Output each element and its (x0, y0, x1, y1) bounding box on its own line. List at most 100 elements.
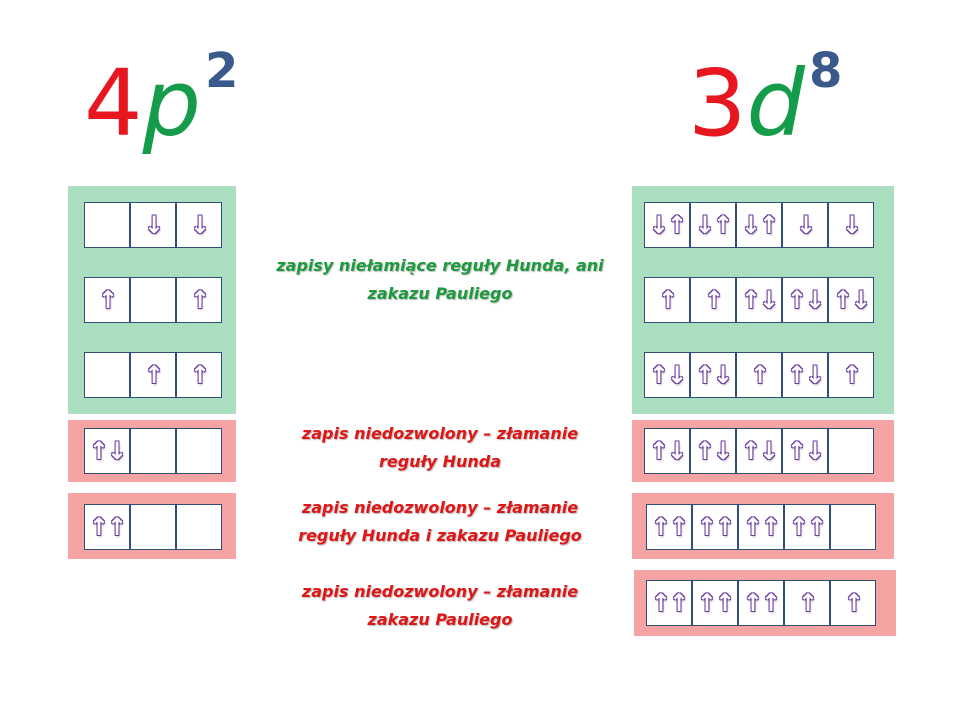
spin-arrow-icon: ↑ (189, 361, 210, 389)
d-orbital-box: ↑↑ (693, 581, 737, 625)
spin-arrow-icon: ↑↓ (786, 437, 825, 465)
d-orbital-box: ↑↓ (737, 278, 781, 322)
heading-4p2-letter: p (142, 50, 201, 157)
spin-arrow-icon: ↑↑ (650, 513, 689, 541)
spin-arrow-icon: ↓ (189, 211, 210, 239)
spin-arrow-icon: ↑↑ (88, 513, 127, 541)
d-orbital-box: ↑↓ (691, 353, 735, 397)
spin-arrow-icon: ↓ (795, 211, 816, 239)
d-orbital-box: ↑↑ (739, 581, 783, 625)
label-pauli-violation: zapis niedozwolony – złamanie zakazu Pau… (240, 578, 640, 634)
spin-arrow-icon: ↑↓ (648, 437, 687, 465)
spin-arrow-icon: ↑ (749, 361, 770, 389)
spin-arrow-icon: ↑↑ (742, 589, 781, 617)
p-orbital-box (177, 505, 221, 549)
spin-arrow-icon: ↑ (657, 286, 678, 314)
p-orbital-box: ↑↑ (85, 505, 129, 549)
d-orbital-box: ↑ (737, 353, 781, 397)
p-orbital-box (85, 203, 129, 247)
label-hund-line-1: zapis niedozwolony – złamanie (301, 424, 579, 443)
spin-arrow-icon: ↓↑ (740, 211, 779, 239)
heading-4p2: 4p2 (84, 47, 238, 150)
label-allowed: zapisy niełamiące reguły Hunda, ani zaka… (240, 252, 640, 308)
heading-3d8-letter: d (746, 50, 805, 157)
spin-arrow-icon: ↑↑ (696, 589, 735, 617)
d-orbital-row: ↑↑↑↓↑↓↑↓ (644, 277, 874, 323)
label-hund-pauli-line-1: zapis niedozwolony – złamanie (301, 498, 579, 517)
d-orbital-box: ↑↓ (829, 278, 873, 322)
heading-4p2-number: 4 (84, 50, 143, 157)
d-orbital-box: ↑ (691, 278, 735, 322)
label-allowed-line-1: zapisy niełamiące reguły Hunda, ani (276, 256, 604, 275)
d-orbital-box (831, 505, 875, 549)
spin-arrow-icon: ↑ (189, 286, 210, 314)
d-orbital-box: ↑ (785, 581, 829, 625)
d-orbital-box: ↑↓ (645, 353, 689, 397)
label-hund-pauli-line-2: reguły Hunda i zakazu Pauliego (298, 526, 582, 545)
p-orbital-row: ↑↑ (84, 277, 222, 323)
spin-arrow-icon: ↑↑ (650, 589, 689, 617)
spin-arrow-icon: ↓ (143, 211, 164, 239)
d-orbital-box: ↑↓ (783, 278, 827, 322)
d-orbital-row: ↑↑↑↑↑↑↑↑ (646, 504, 876, 550)
d-orbital-box: ↑↑ (647, 505, 691, 549)
spin-arrow-icon: ↑↓ (786, 286, 825, 314)
spin-arrow-icon: ↑↓ (648, 361, 687, 389)
d-orbital-box: ↑↓ (645, 429, 689, 473)
p-orbital-row: ↓↓ (84, 202, 222, 248)
spin-arrow-icon: ↑↓ (694, 361, 733, 389)
p-orbital-box: ↓ (131, 203, 175, 247)
d-orbital-box: ↑ (645, 278, 689, 322)
spin-arrow-icon: ↑↓ (832, 286, 871, 314)
d-orbital-box: ↑↑ (785, 505, 829, 549)
d-orbital-box: ↑ (831, 581, 875, 625)
p-orbital-box: ↓ (177, 203, 221, 247)
d-orbital-box: ↑↑ (647, 581, 691, 625)
d-orbital-box: ↓ (829, 203, 873, 247)
p-orbital-box: ↑↓ (85, 429, 129, 473)
p-orbital-box (131, 429, 175, 473)
label-hund-violation: zapis niedozwolony – złamanie reguły Hun… (240, 420, 640, 476)
d-orbital-box: ↑↓ (783, 353, 827, 397)
label-pauli-line-1: zapis niedozwolony – złamanie (301, 582, 579, 601)
spin-arrow-icon: ↓↑ (694, 211, 733, 239)
spin-arrow-icon: ↑↓ (786, 361, 825, 389)
d-orbital-box: ↑↓ (691, 429, 735, 473)
p-orbital-box (85, 353, 129, 397)
heading-4p2-exponent: 2 (204, 43, 239, 99)
spin-arrow-icon: ↑ (703, 286, 724, 314)
d-orbital-box: ↑↓ (783, 429, 827, 473)
p-orbital-box: ↑ (177, 353, 221, 397)
spin-arrow-icon: ↑↓ (694, 437, 733, 465)
spin-arrow-icon: ↑↓ (740, 437, 779, 465)
d-orbital-box: ↑ (829, 353, 873, 397)
spin-arrow-icon: ↑↑ (788, 513, 827, 541)
p-orbital-row: ↑↑ (84, 504, 222, 550)
spin-arrow-icon: ↑↑ (696, 513, 735, 541)
d-orbital-box (829, 429, 873, 473)
spin-arrow-icon: ↑ (143, 361, 164, 389)
p-orbital-box (131, 505, 175, 549)
d-orbital-box: ↓↑ (691, 203, 735, 247)
heading-3d8-exponent: 8 (808, 43, 843, 99)
d-orbital-box: ↑↑ (693, 505, 737, 549)
p-orbital-row: ↑↓ (84, 428, 222, 474)
p-orbital-box (177, 429, 221, 473)
label-hund-pauli-violation: zapis niedozwolony – złamanie reguły Hun… (240, 494, 640, 550)
p-orbital-box (131, 278, 175, 322)
spin-arrow-icon: ↑↑ (742, 513, 781, 541)
p-orbital-box: ↑ (85, 278, 129, 322)
heading-3d8-number: 3 (688, 50, 747, 157)
p-orbital-row: ↑↑ (84, 352, 222, 398)
p-orbital-box: ↑ (131, 353, 175, 397)
label-allowed-line-2: zakazu Pauliego (367, 284, 513, 303)
spin-arrow-icon: ↓ (841, 211, 862, 239)
label-pauli-line-2: zakazu Pauliego (367, 610, 513, 629)
spin-arrow-icon: ↑ (843, 589, 864, 617)
d-orbital-row: ↑↓↑↓↑↑↓↑ (644, 352, 874, 398)
spin-arrow-icon: ↓↑ (648, 211, 687, 239)
spin-arrow-icon: ↑ (797, 589, 818, 617)
d-orbital-box: ↑↑ (739, 505, 783, 549)
heading-3d8: 3d8 (688, 47, 842, 150)
spin-arrow-icon: ↑↓ (740, 286, 779, 314)
